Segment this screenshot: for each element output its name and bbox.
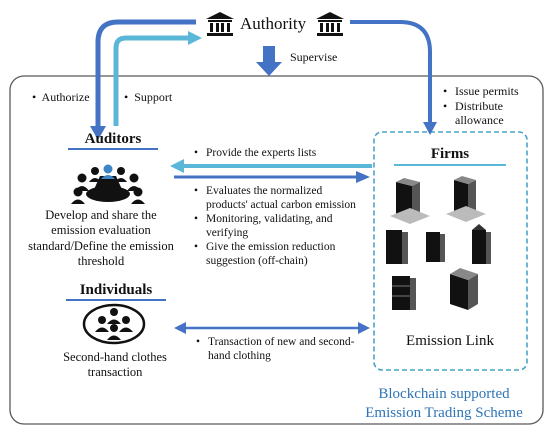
outer-frame: [9, 75, 544, 425]
authority-to-auditors-arrow: [95, 19, 196, 128]
auditors-description: Develop and share the emission evaluatio…: [28, 208, 174, 268]
building-7: [450, 268, 478, 310]
provide-lists-item: Provide the experts lists: [194, 146, 370, 160]
bank-building-icon: [206, 12, 234, 36]
support-bullet: • Support: [124, 90, 172, 105]
supervise-label: Supervise: [290, 50, 338, 64]
authority-to-firms-arrowhead: [423, 122, 437, 135]
auditors-to-authority-arrowhead: [188, 31, 202, 45]
evaluation-bullets: Evaluates the normalized products' actua…: [194, 184, 366, 268]
people-group-icon: [82, 303, 146, 345]
emission-link-label: Emission Link: [406, 333, 494, 349]
transaction-arrowhead-left: [174, 322, 186, 334]
building-3: [386, 230, 408, 264]
auditors-heading: Auditors: [84, 131, 142, 147]
transaction-item: Transaction of new and second-hand cloth…: [196, 335, 356, 363]
authority-to-firms-arrow: [350, 20, 432, 124]
firms-heading: Firms: [430, 146, 470, 162]
bullet-mark: •: [32, 90, 37, 104]
authorize-label: Authorize: [41, 90, 90, 104]
auditors-to-authority-arrow: [113, 35, 190, 126]
evaluation-item-3: Give the emission reduction suggestion (…: [194, 240, 366, 268]
evaluation-item-2: Monitoring, validating, and verifying: [194, 212, 366, 240]
meeting-group-icon: [71, 164, 145, 204]
transaction-arrowhead-right: [358, 322, 370, 334]
building-5: [472, 224, 491, 264]
scheme-caption: Blockchain supported Emission Trading Sc…: [344, 385, 544, 423]
authority-to-auditors-arrowhead: [90, 126, 106, 140]
building-1: [390, 178, 430, 224]
building-2: [446, 176, 486, 222]
individuals-heading: Individuals: [79, 282, 153, 298]
scheme-caption-line2: Emission Trading Scheme: [365, 404, 523, 421]
scheme-caption-line1: Blockchain supported: [378, 386, 510, 402]
office-buildings-icon: [386, 176, 491, 310]
evaluation-arrowhead: [356, 171, 370, 183]
bank-building-icon: [316, 12, 344, 36]
support-label: Support: [134, 90, 173, 104]
distribute-allowance-item: Distribute allowance: [443, 99, 543, 128]
authorize-bullet: • Authorize: [32, 90, 90, 105]
authority-firms-bullets: Issue permits Distribute allowance: [443, 84, 543, 128]
provide-lists-arrowhead: [170, 159, 184, 173]
bullet-mark: •: [124, 90, 129, 104]
issue-permits-item: Issue permits: [443, 84, 543, 99]
supervise-arrow-head: [256, 62, 282, 76]
individuals-description: Second-hand clothes transaction: [63, 350, 167, 380]
transaction-bullet: Transaction of new and second-hand cloth…: [196, 335, 356, 363]
supervise-arrow-shaft: [263, 46, 275, 62]
authority-label: Authority: [240, 14, 307, 33]
provide-lists-bullet: Provide the experts lists: [194, 146, 370, 160]
building-6: [392, 276, 416, 310]
firms-dashed-frame: [373, 131, 528, 371]
building-4: [426, 232, 445, 262]
evaluation-item-1: Evaluates the normalized products' actua…: [194, 184, 366, 212]
